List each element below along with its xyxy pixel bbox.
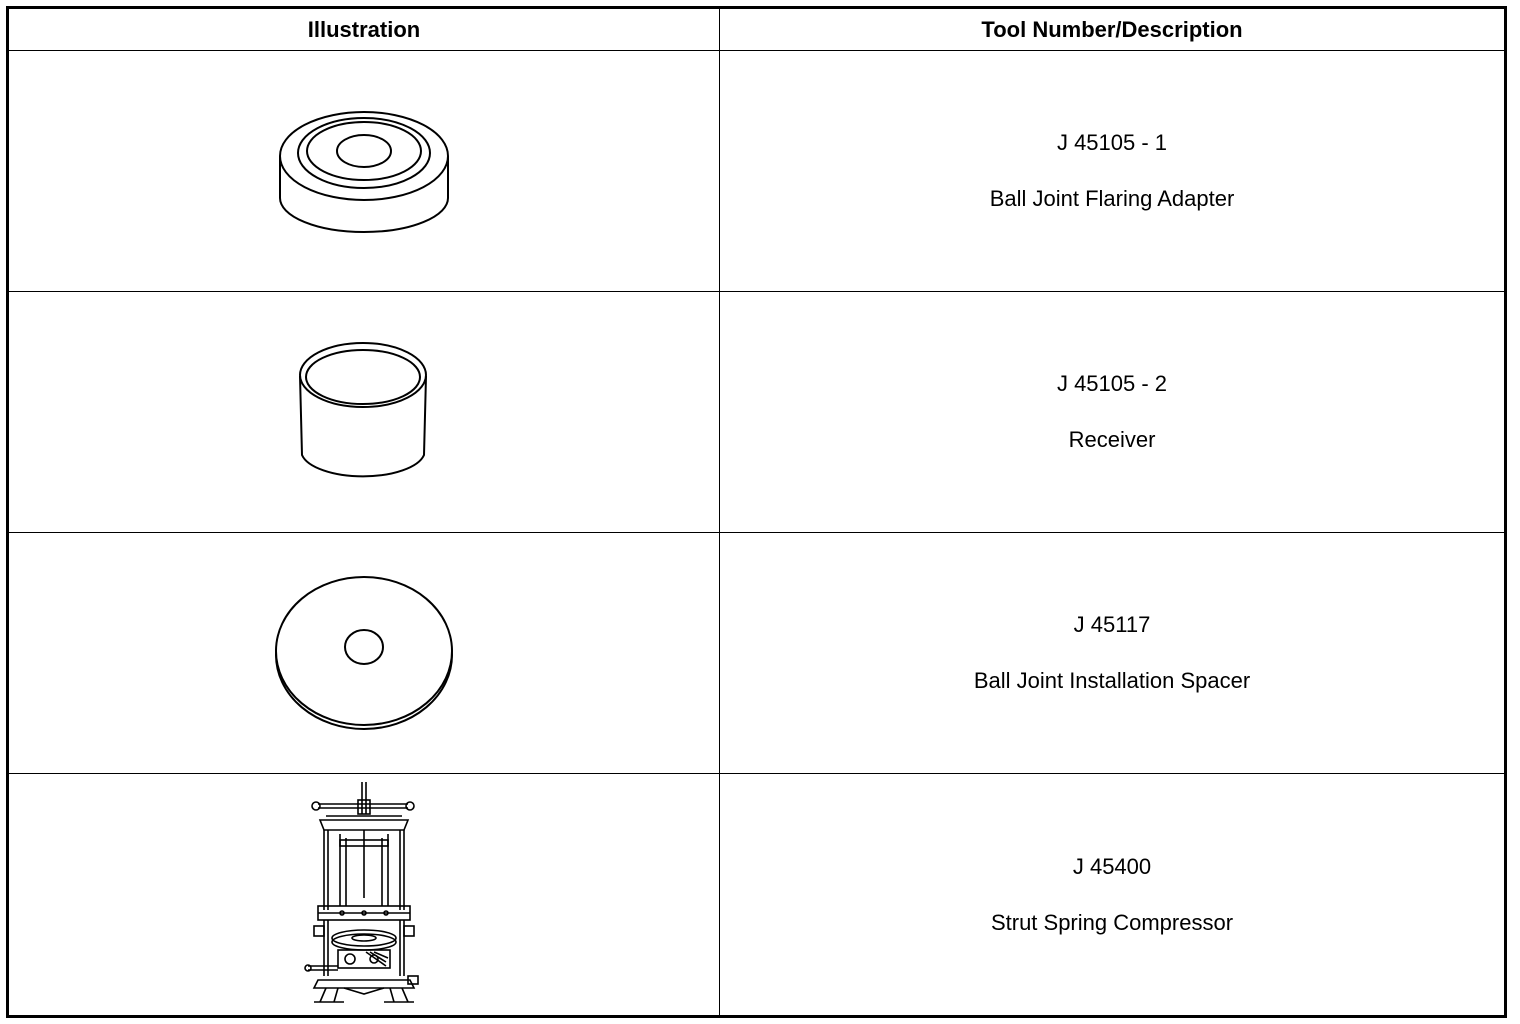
spacer-disc-icon <box>275 576 453 730</box>
flaring-adapter-icon <box>279 111 449 233</box>
tool-number: J 45105 - 1 <box>1056 130 1168 155</box>
tool-description: Ball Joint Installation Spacer <box>973 668 1251 693</box>
illustration-cell-2 <box>9 292 720 533</box>
tool-row-4: J 45400 Strut Spring Compressor <box>720 774 1504 1015</box>
tool-number: J 45400 <box>1072 853 1152 879</box>
tool-description: Receiver <box>1068 427 1156 452</box>
tool-number: J 45105 - 2 <box>1056 371 1168 396</box>
tool-row-2: J 45105 - 2 Receiver <box>720 292 1504 533</box>
tool-row-3: J 45117 Ball Joint Installation Spacer <box>720 533 1504 774</box>
tool-table: Illustration Tool Number/Description J 4… <box>6 6 1507 1018</box>
tool-description: Strut Spring Compressor <box>990 909 1234 935</box>
tool-description: Ball Joint Flaring Adapter <box>989 186 1235 211</box>
illustration-cell-3 <box>9 533 720 774</box>
spring-compressor-icon <box>304 781 419 1003</box>
illustration-cell-1 <box>9 51 720 292</box>
header-illustration: Illustration <box>9 9 720 51</box>
illustration-cell-4 <box>9 774 720 1015</box>
header-tool-description: Tool Number/Description <box>720 9 1504 51</box>
tool-row-1: J 45105 - 1 Ball Joint Flaring Adapter <box>720 51 1504 292</box>
receiver-cup-icon <box>299 342 427 478</box>
tool-number: J 45117 <box>1073 612 1151 637</box>
